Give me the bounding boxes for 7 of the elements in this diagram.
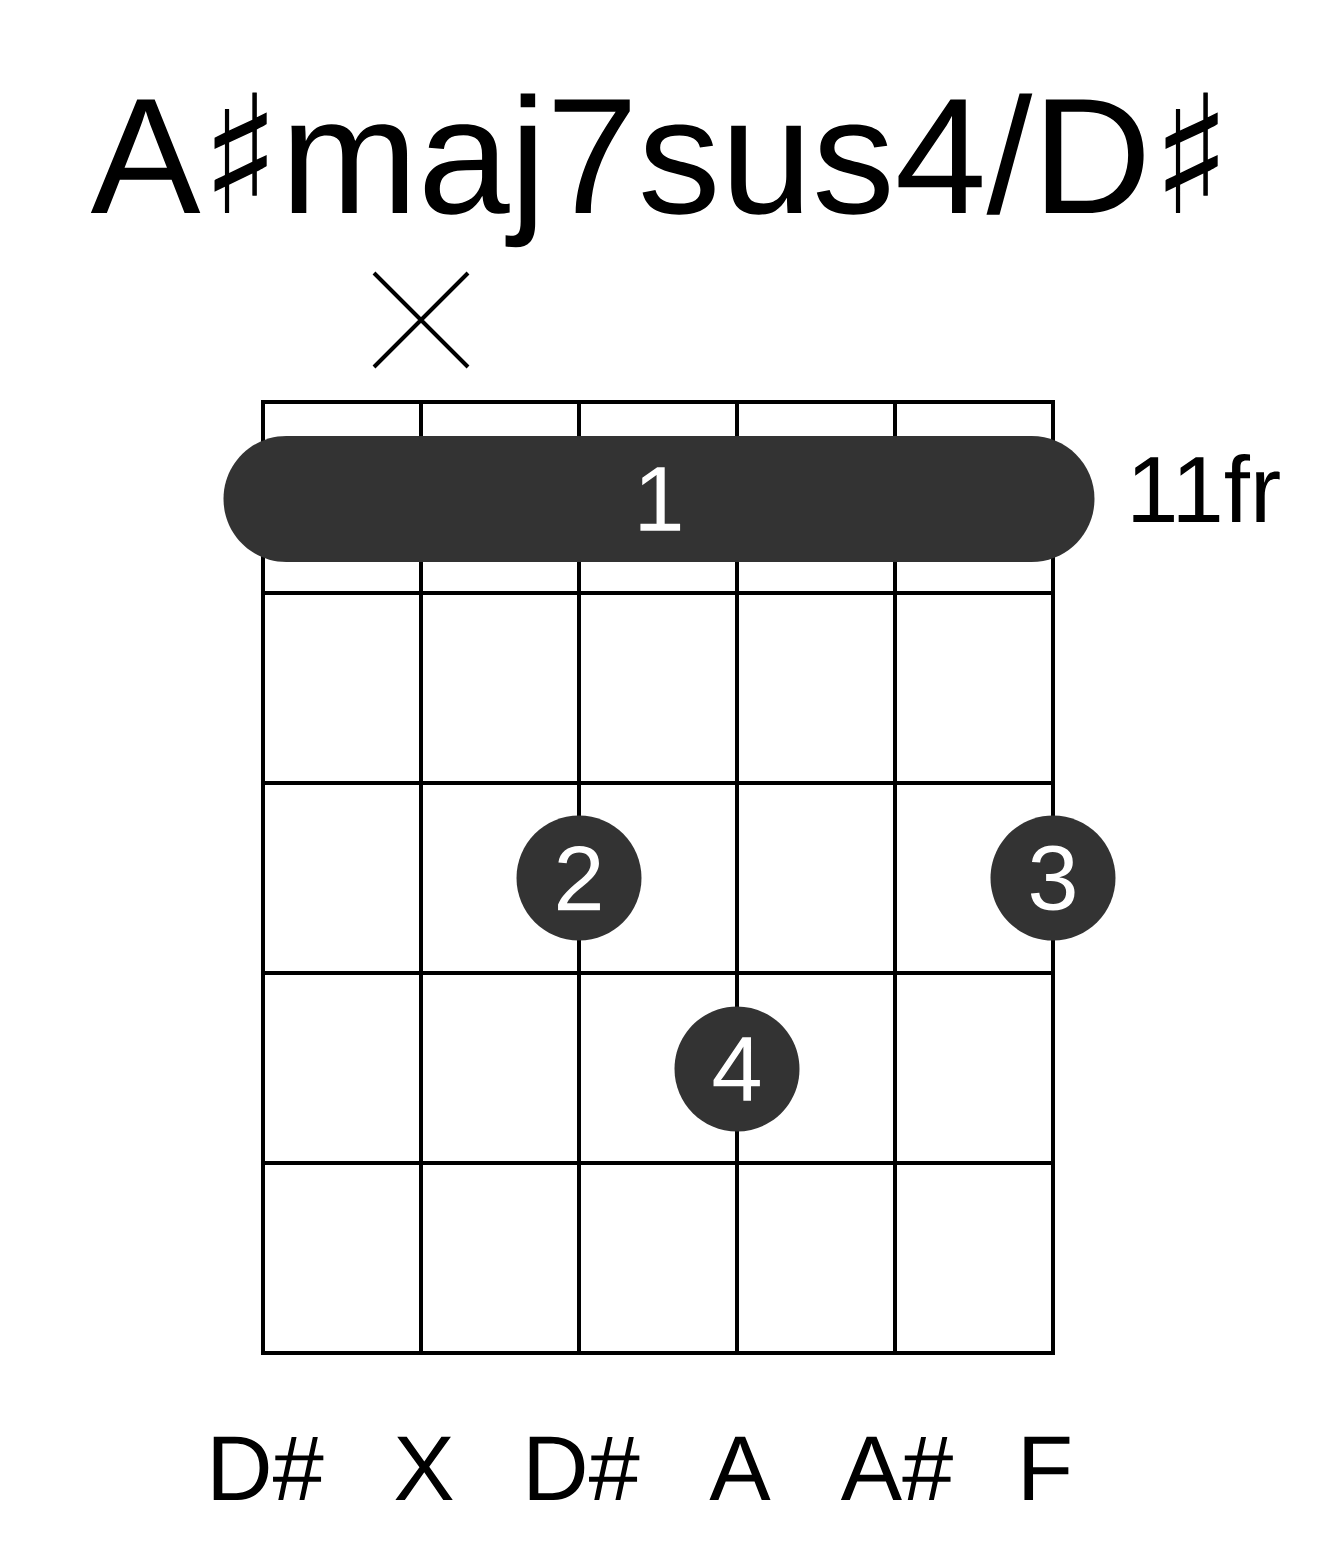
string-note: A	[709, 1436, 771, 1500]
string-note: D#	[213, 1436, 324, 1500]
string-note: D#	[529, 1436, 640, 1500]
string-note: A#	[840, 1436, 953, 1500]
chord-title: A♯maj7sus4/D♯	[90, 92, 1218, 248]
string-note: F	[1024, 1436, 1070, 1500]
string-note: X	[395, 1436, 453, 1500]
